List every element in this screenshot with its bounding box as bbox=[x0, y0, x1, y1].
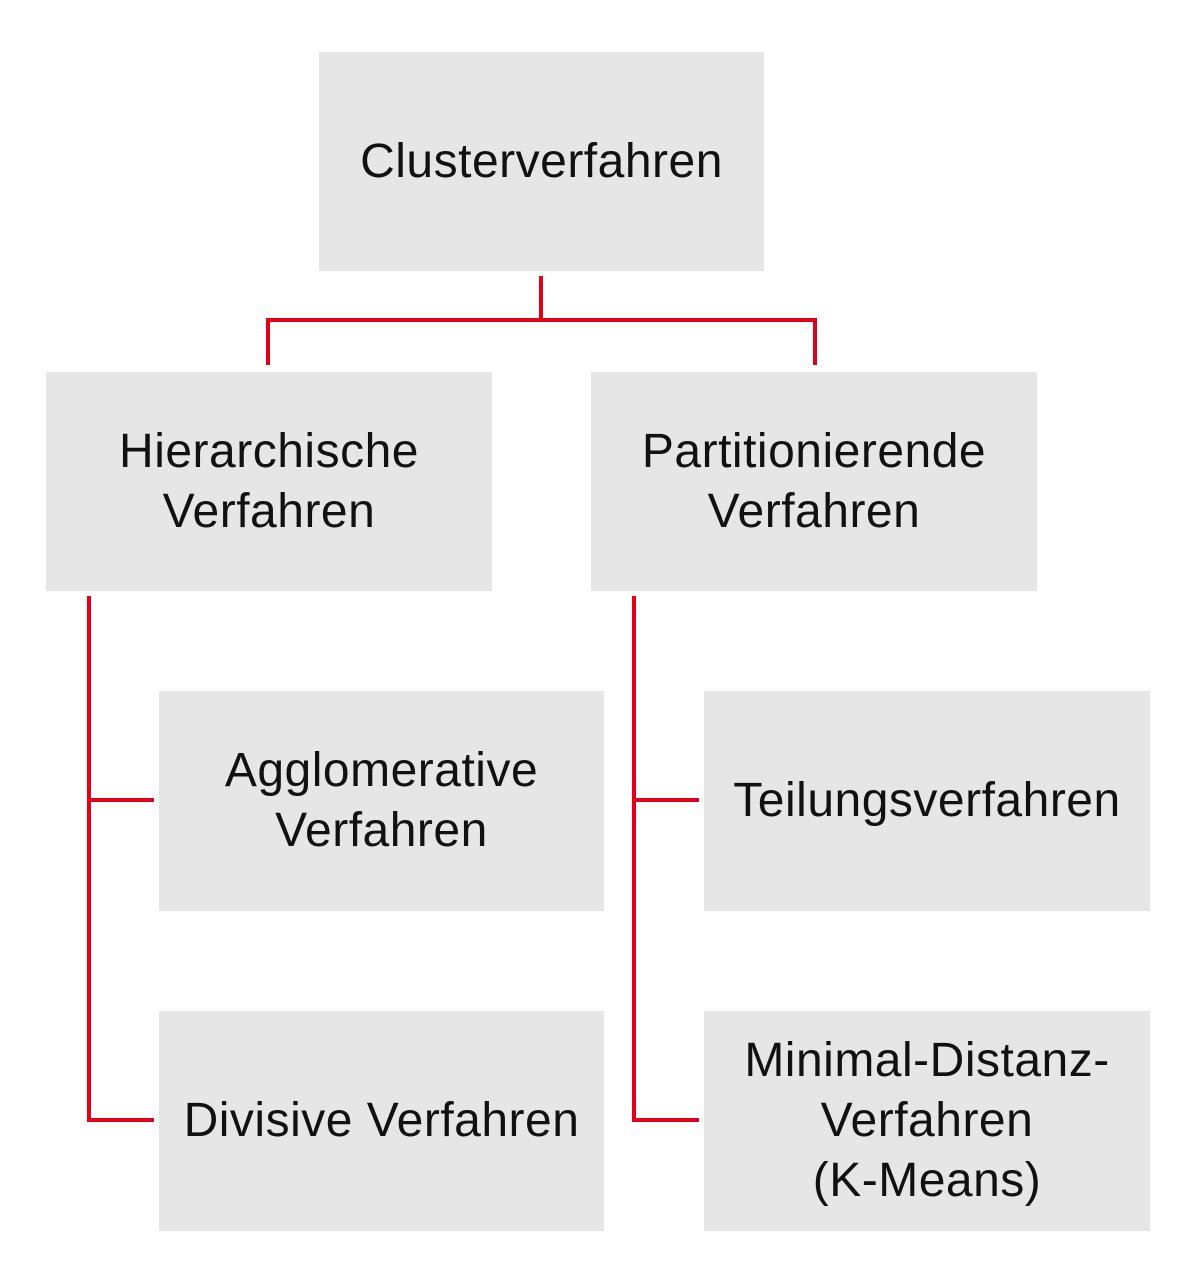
connector-partitioning-trunk bbox=[632, 596, 636, 1122]
connector-to-agglomerative bbox=[87, 798, 154, 802]
connector-root-bar bbox=[266, 318, 817, 322]
node-divisive-verfahren: Divisive Verfahren bbox=[159, 1011, 604, 1231]
node-label: Agglomerative Verfahren bbox=[224, 744, 539, 857]
node-minimal-distanz-verfahren: Minimal-Distanz- Verfahren (K-Means) bbox=[704, 1011, 1150, 1231]
connector-to-teilung bbox=[632, 798, 699, 802]
node-hierarchische-verfahren: Hierarchische Verfahren bbox=[46, 372, 492, 591]
node-agglomerative-verfahren: Agglomerative Verfahren bbox=[159, 691, 604, 911]
connector-to-minimal-distanz bbox=[632, 1118, 699, 1122]
node-label: Hierarchische Verfahren bbox=[119, 424, 419, 538]
connector-hierarchical-trunk bbox=[87, 596, 91, 1122]
connector-drop-partitioning bbox=[813, 318, 817, 365]
node-label: Partitionierende Verfahren bbox=[641, 424, 987, 538]
node-label: Clusterverfahren bbox=[360, 134, 723, 188]
connector-root-stem bbox=[539, 276, 543, 322]
node-clusterverfahren: Clusterverfahren bbox=[319, 52, 764, 271]
connector-drop-hierarchical bbox=[266, 318, 270, 365]
node-label: Minimal-Distanz- Verfahren (K-Means) bbox=[744, 1034, 1110, 1207]
connector-to-divisive bbox=[87, 1118, 154, 1122]
node-partitionierende-verfahren: Partitionierende Verfahren bbox=[591, 372, 1037, 591]
node-label: Teilungsverfahren bbox=[733, 774, 1121, 827]
node-teilungsverfahren: Teilungsverfahren bbox=[704, 691, 1150, 911]
node-label: Divisive Verfahren bbox=[183, 1094, 580, 1147]
